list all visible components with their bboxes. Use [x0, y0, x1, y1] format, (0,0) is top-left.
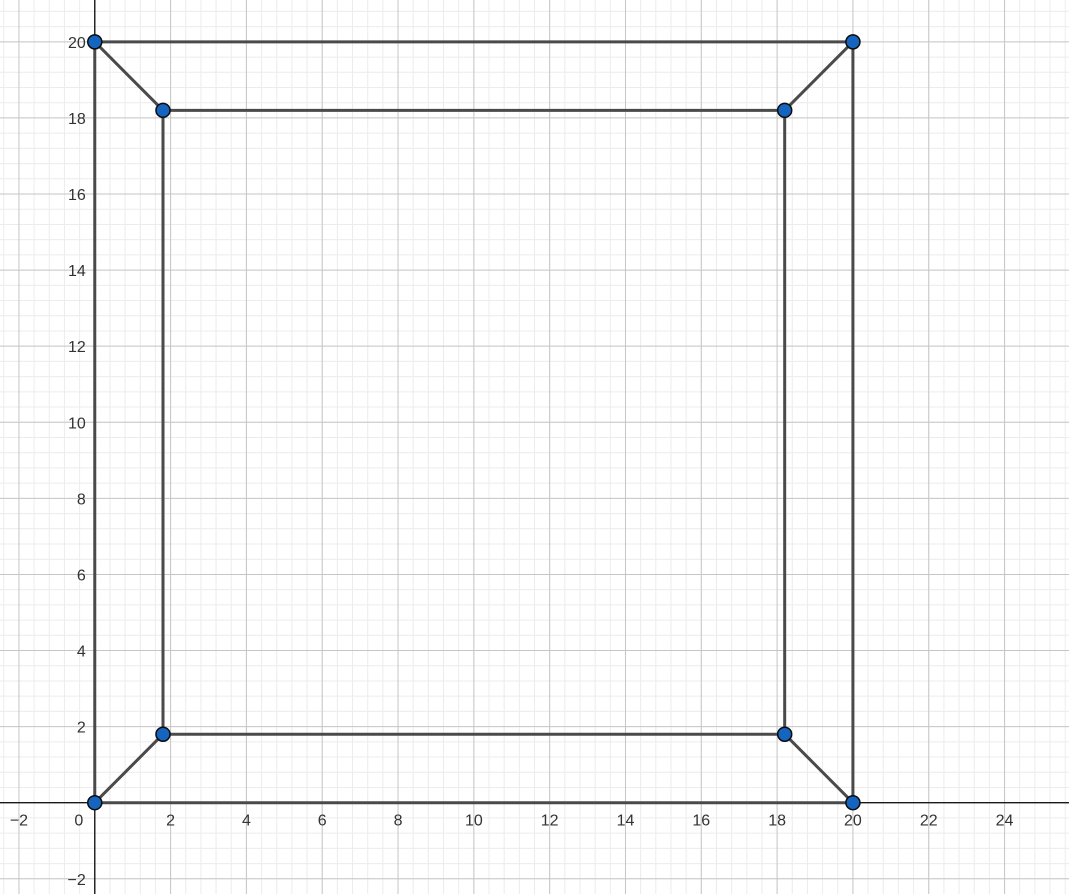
vertex-point[interactable]	[776, 726, 793, 742]
vertex-point[interactable]	[87, 794, 103, 811]
vertex-point[interactable]	[87, 34, 103, 50]
vertex-point[interactable]	[155, 102, 171, 119]
x-tick-label: 16	[692, 813, 710, 830]
segment[interactable]	[93, 40, 165, 112]
y-tick-label: 6	[77, 567, 86, 584]
y-tick-label: 14	[68, 263, 86, 280]
vertex-point[interactable]	[155, 726, 171, 742]
y-tick-label: 10	[68, 415, 86, 432]
y-tick-label: 16	[68, 187, 86, 204]
vertex-point[interactable]	[845, 34, 861, 50]
y-tick-label: 18	[68, 111, 86, 128]
polygon-segments	[93, 40, 855, 805]
y-tick-label: 12	[68, 339, 86, 356]
x-tick-label: 14	[617, 813, 635, 830]
vertex-point[interactable]	[845, 794, 861, 811]
vertex-point[interactable]	[776, 102, 793, 119]
segment[interactable]	[783, 40, 855, 112]
y-tick-label: 2	[77, 720, 86, 737]
x-tick-label: 2	[166, 813, 175, 830]
y-tick-label: 20	[68, 35, 86, 52]
y-tick-label: 4	[77, 644, 86, 661]
y-tick-label: 8	[77, 491, 86, 508]
y-tick-label: −2	[68, 872, 86, 889]
x-tick-label: 8	[394, 813, 403, 830]
x-tick-label: 12	[541, 813, 559, 830]
vertex-points	[87, 34, 861, 811]
x-tick-label: 22	[920, 813, 938, 830]
x-tick-label: −2	[10, 813, 28, 830]
segment[interactable]	[783, 732, 855, 805]
x-tick-label: 0	[74, 813, 83, 830]
x-tick-label: 6	[318, 813, 327, 830]
x-tick-label: 18	[768, 813, 786, 830]
x-tick-label: 24	[996, 813, 1014, 830]
x-tick-label: 10	[465, 813, 483, 830]
x-tick-label: 4	[242, 813, 251, 830]
segment[interactable]	[93, 732, 165, 805]
x-tick-label: 20	[844, 813, 862, 830]
